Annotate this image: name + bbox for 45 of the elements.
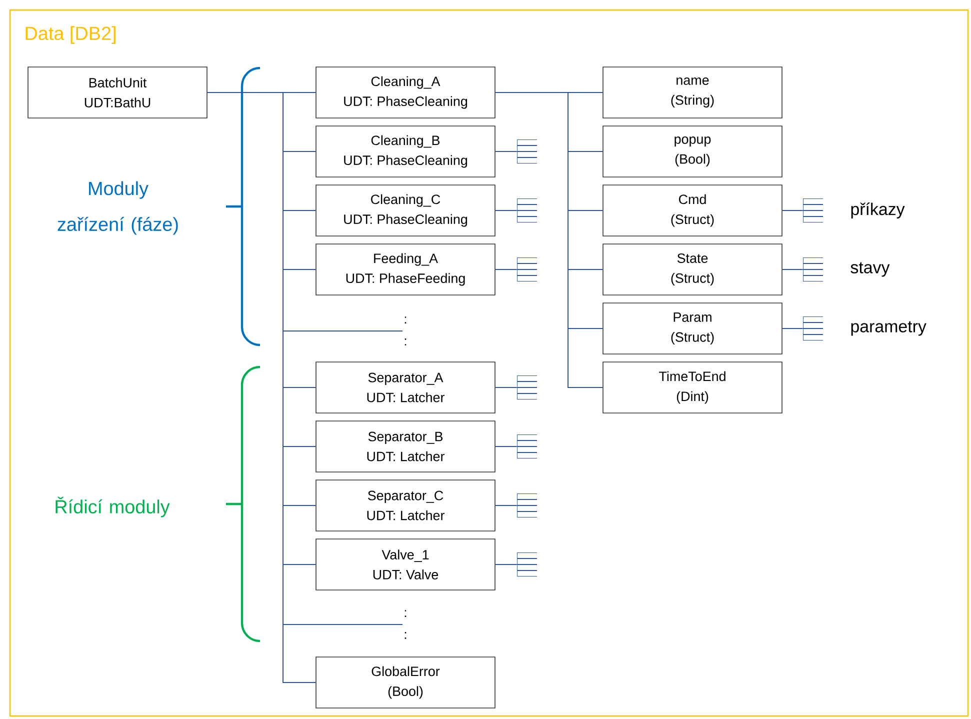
connector bbox=[494, 387, 518, 388]
tree-icon bbox=[517, 198, 537, 222]
data-box: BatchUnit UDT:BathU bbox=[28, 66, 208, 118]
tree-icon bbox=[517, 552, 537, 576]
group-label: Moduly zařízení (fáze) bbox=[58, 181, 178, 235]
data-box: Separator_A UDT: Latcher bbox=[316, 362, 496, 414]
data-box: name (String) bbox=[602, 66, 782, 118]
tree-icon bbox=[517, 376, 537, 400]
tree-icon bbox=[803, 258, 823, 282]
connector bbox=[206, 92, 316, 683]
data-box: Cmd (Struct) bbox=[602, 184, 782, 236]
tree-icon bbox=[517, 494, 537, 518]
data-box: Cleaning_A UDT: PhaseCleaning bbox=[316, 66, 496, 118]
tree-icon bbox=[803, 316, 823, 340]
data-box: Cleaning_B UDT: PhaseCleaning bbox=[316, 126, 496, 178]
data-box: Param (Struct) bbox=[602, 302, 782, 354]
data-box: Separator_B UDT: Latcher bbox=[316, 420, 496, 472]
ellipsis: : : bbox=[404, 316, 406, 346]
tree-icon bbox=[517, 258, 537, 282]
data-box: Valve_1 UDT: Valve bbox=[316, 538, 496, 590]
connector bbox=[494, 269, 518, 270]
connector bbox=[782, 328, 804, 329]
data-box: Separator_C UDT: Latcher bbox=[316, 480, 496, 532]
connector bbox=[494, 564, 518, 565]
data-box: GlobalError (Bool) bbox=[316, 656, 496, 708]
tree-icon bbox=[803, 198, 823, 222]
data-box: State (Struct) bbox=[602, 244, 782, 296]
tree-icon bbox=[517, 140, 537, 164]
ellipsis: : : bbox=[404, 610, 406, 639]
connector bbox=[494, 505, 518, 506]
side-label: parametry bbox=[851, 321, 926, 336]
tree-icon bbox=[517, 434, 537, 458]
data-box: Cleaning_C UDT: PhaseCleaning bbox=[316, 184, 496, 236]
connector bbox=[782, 269, 804, 270]
data-box: popup (Bool) bbox=[602, 126, 782, 178]
connector bbox=[494, 92, 604, 388]
side-label: stavy bbox=[850, 262, 890, 277]
data-box: TimeToEnd (Dint) bbox=[602, 362, 782, 414]
group-label: Řídicí moduly bbox=[56, 496, 170, 518]
connector bbox=[782, 210, 804, 211]
side-label: příkazy bbox=[851, 202, 905, 218]
connector bbox=[494, 446, 518, 447]
connector bbox=[494, 151, 518, 152]
data-box: Feeding_A UDT: PhaseFeeding bbox=[316, 244, 496, 296]
connector bbox=[494, 210, 518, 211]
